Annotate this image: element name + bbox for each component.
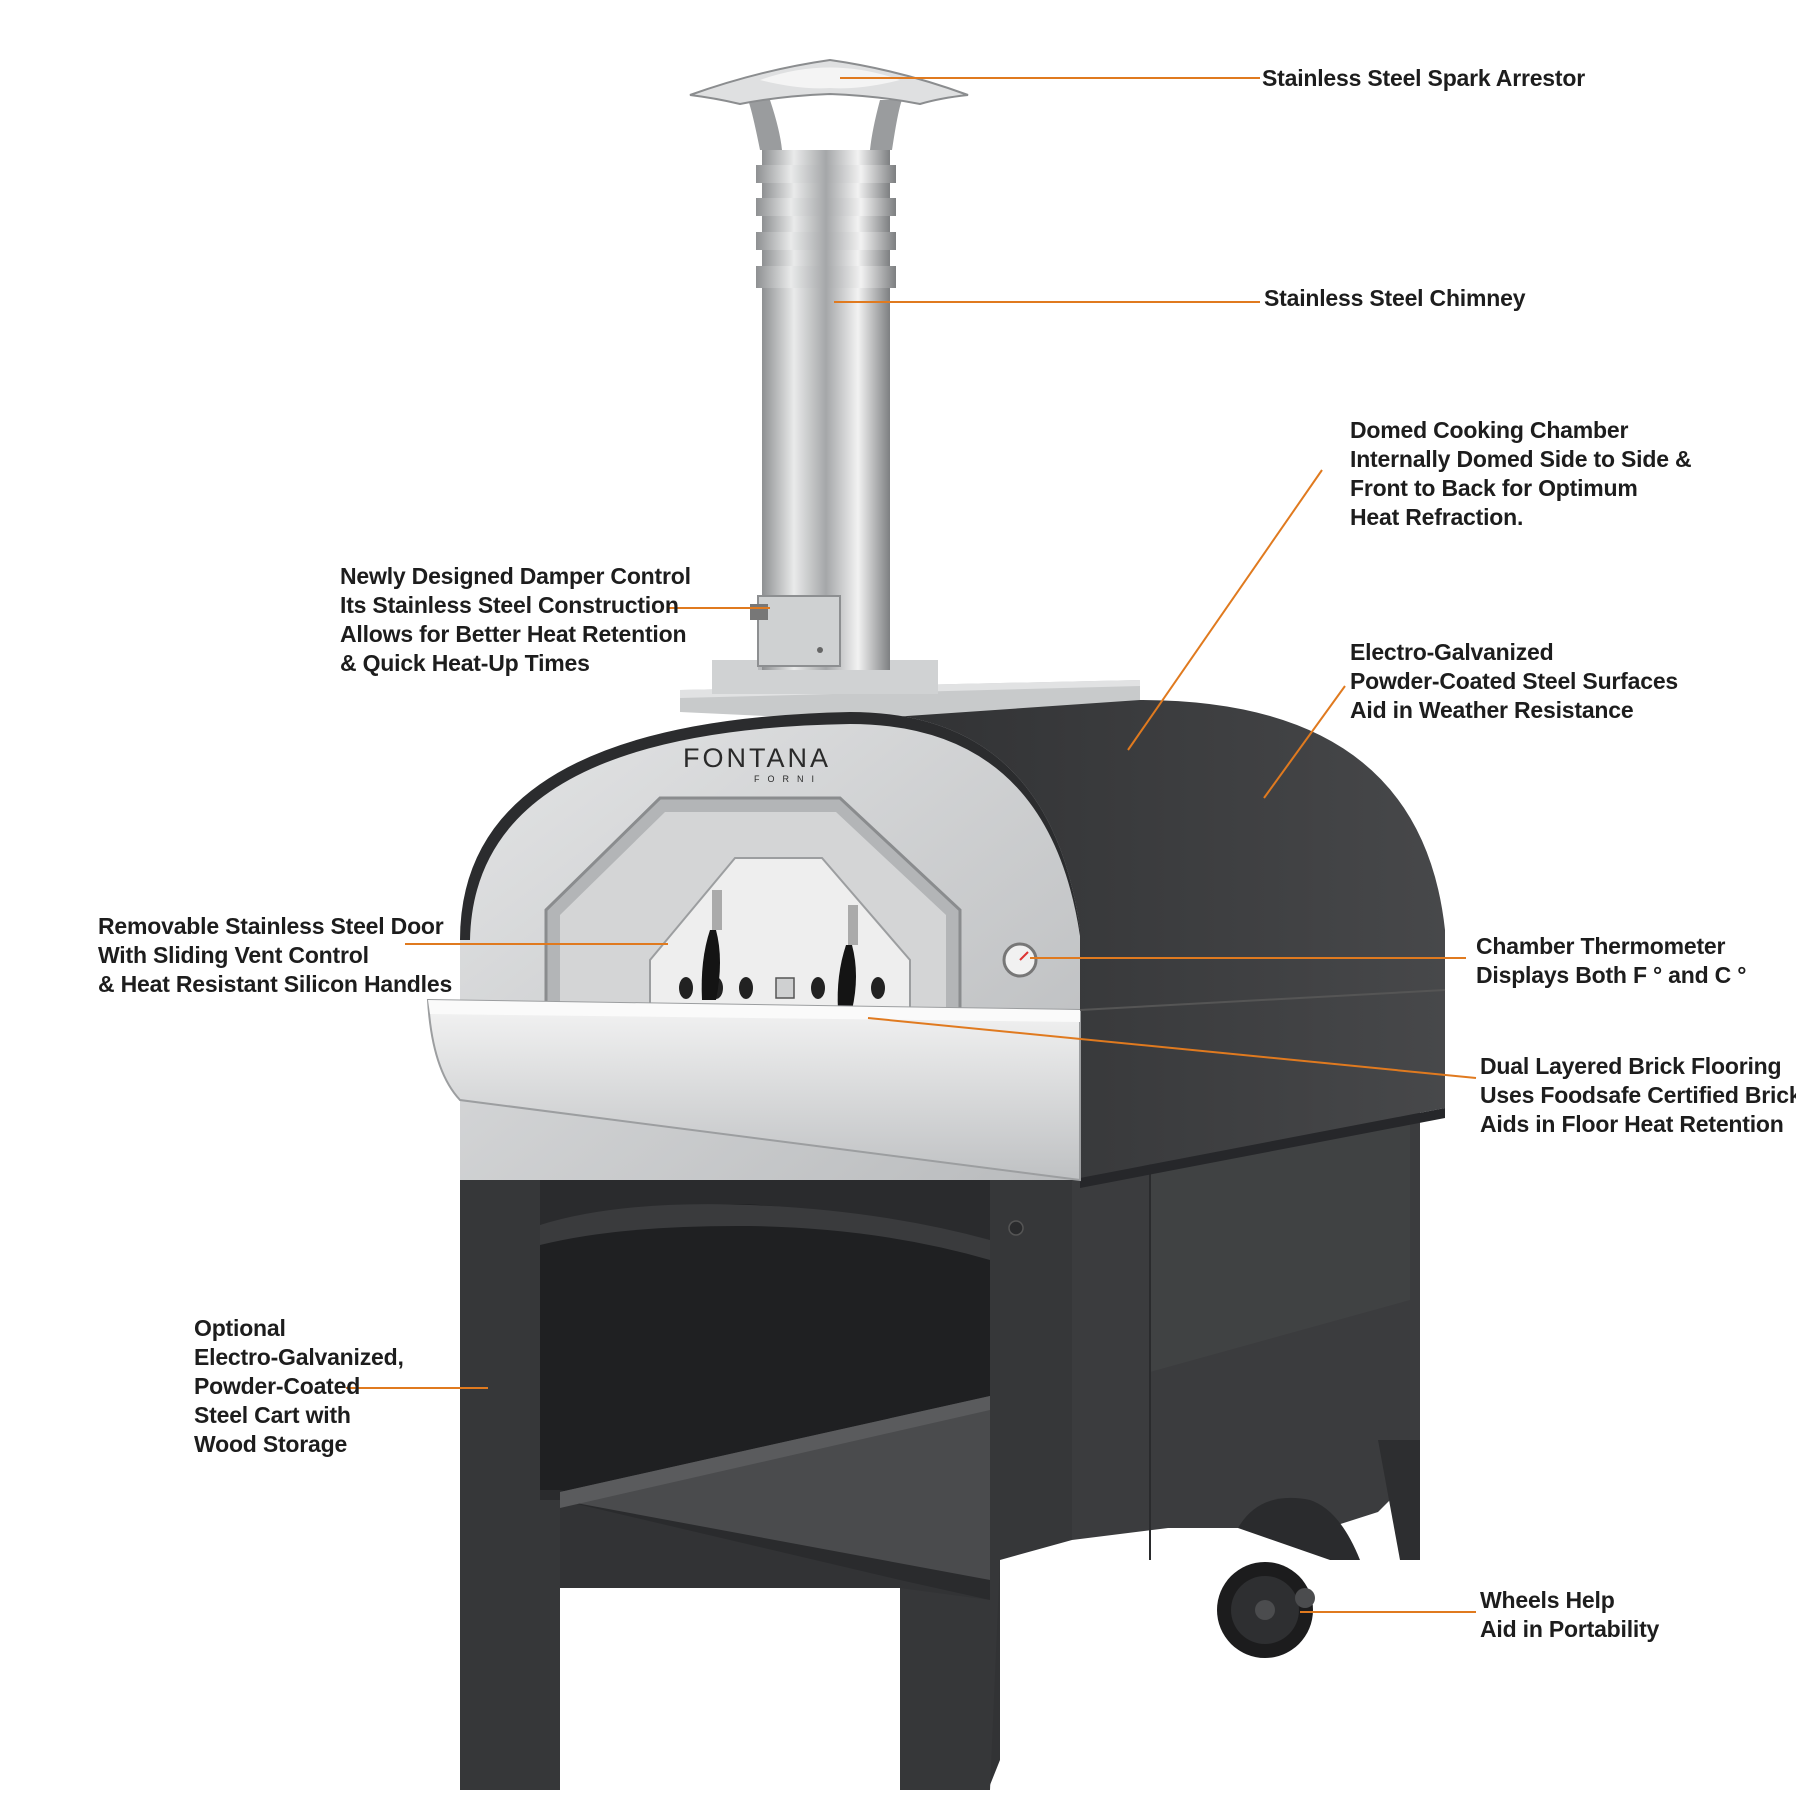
brand-sub: FORNI bbox=[754, 774, 822, 784]
callout-dome: Domed Cooking Chamber Internally Domed S… bbox=[1350, 416, 1692, 532]
callout-thermometer: Chamber Thermometer Displays Both F ° an… bbox=[1476, 932, 1746, 990]
callout-chimney: Stainless Steel Chimney bbox=[1264, 284, 1525, 313]
spark-arrestor-icon bbox=[689, 58, 969, 150]
damper-control-icon bbox=[750, 595, 841, 667]
callout-wheels: Wheels Help Aid in Portability bbox=[1480, 1586, 1659, 1644]
callout-line: Removable Stainless Steel Door bbox=[98, 913, 444, 939]
callout-brick: Dual Layered Brick Flooring Uses Foodsaf… bbox=[1480, 1052, 1796, 1139]
callout-line: Steel Cart with bbox=[194, 1402, 351, 1428]
callout-line: Wheels Help bbox=[1480, 1587, 1615, 1613]
callout-line: Powder-Coated bbox=[194, 1373, 361, 1399]
callout-line: Chamber Thermometer bbox=[1476, 933, 1726, 959]
callout-line: Stainless Steel Spark Arrestor bbox=[1262, 65, 1585, 91]
oven-body bbox=[426, 680, 1446, 1188]
callout-line: Its Stainless Steel Construction bbox=[340, 592, 679, 618]
leader-brick bbox=[867, 1017, 1477, 1079]
callout-line: Aids in Floor Heat Retention bbox=[1480, 1111, 1784, 1137]
callout-line: Heat Refraction. bbox=[1350, 504, 1524, 530]
callout-line: Aid in Portability bbox=[1480, 1616, 1660, 1642]
callout-line: Front to Back for Optimum bbox=[1350, 475, 1638, 501]
callout-line: Electro-Galvanized bbox=[1350, 639, 1554, 665]
callout-line: Uses Foodsafe Certified Brick bbox=[1480, 1082, 1796, 1108]
steel-cart bbox=[460, 1066, 1420, 1790]
callout-line: Domed Cooking Chamber bbox=[1350, 417, 1629, 443]
callout-line: Optional bbox=[194, 1315, 286, 1341]
leader-galvanized bbox=[1263, 685, 1346, 799]
callout-line: Aid in Weather Resistance bbox=[1350, 697, 1634, 723]
callout-line: & Quick Heat-Up Times bbox=[340, 650, 590, 676]
thermometer-icon bbox=[1002, 942, 1038, 978]
callout-damper: Newly Designed Damper Control Its Stainl… bbox=[340, 562, 691, 678]
callout-galvanized: Electro-Galvanized Powder-Coated Steel S… bbox=[1350, 638, 1678, 725]
callout-line: Internally Domed Side to Side & bbox=[1350, 446, 1692, 472]
callout-line: Allows for Better Heat Retention bbox=[340, 621, 687, 647]
callout-line: With Sliding Vent Control bbox=[98, 942, 369, 968]
callout-line: Powder-Coated Steel Surfaces bbox=[1350, 668, 1679, 694]
oven-door-icon bbox=[649, 857, 911, 1041]
callout-door: Removable Stainless Steel Door With Slid… bbox=[98, 912, 452, 999]
callout-line: Electro-Galvanized, bbox=[194, 1344, 404, 1370]
callout-line: Wood Storage bbox=[194, 1431, 348, 1457]
leader-dome bbox=[1127, 469, 1323, 751]
callout-line: Displays Both F ° and C ° bbox=[1476, 962, 1747, 988]
callout-line: Newly Designed Damper Control bbox=[340, 563, 691, 589]
wheel-icon bbox=[1217, 1497, 1360, 1658]
callout-cart: Optional Electro-Galvanized, Powder-Coat… bbox=[194, 1314, 404, 1459]
callout-line: Dual Layered Brick Flooring bbox=[1480, 1053, 1782, 1079]
callout-line: & Heat Resistant Silicon Handles bbox=[98, 971, 453, 997]
callout-spark-arrestor: Stainless Steel Spark Arrestor bbox=[1262, 64, 1585, 93]
brand-logo: FONTANA bbox=[683, 743, 831, 773]
callout-line: Stainless Steel Chimney bbox=[1264, 285, 1526, 311]
leader-lines bbox=[346, 77, 1477, 1613]
